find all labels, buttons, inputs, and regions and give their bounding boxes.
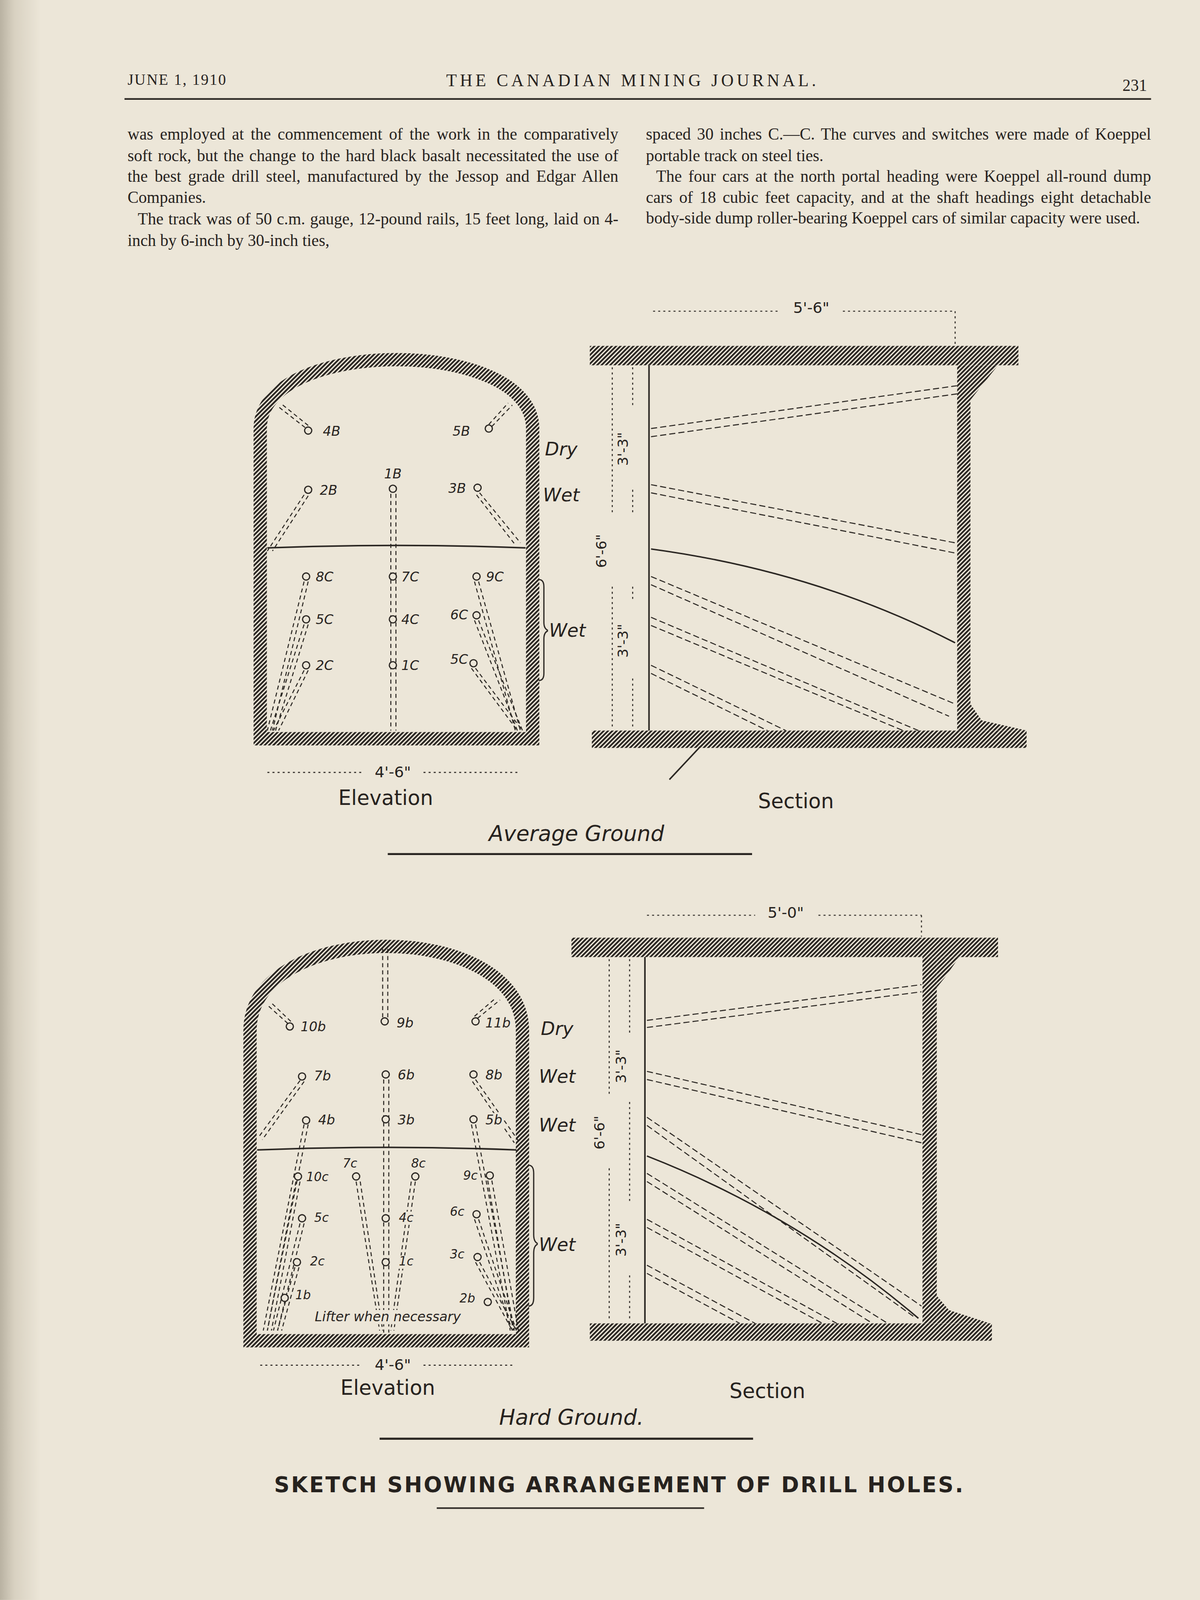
drawing-label: 231 bbox=[1121, 76, 1148, 95]
drawing-label: 4'-6" bbox=[373, 764, 413, 782]
drawing-label: Dry bbox=[539, 1018, 575, 1039]
drawing-label: 3'-3" bbox=[615, 622, 632, 659]
drawing-label: 9c bbox=[462, 1170, 479, 1184]
drawing-label: 4C bbox=[400, 613, 420, 628]
drawing-label: Section bbox=[728, 1379, 807, 1402]
drawing-label: 9b bbox=[395, 1016, 415, 1031]
drawing-label: 3B bbox=[447, 481, 468, 497]
drawing-label: 3c bbox=[448, 1248, 466, 1262]
drawing-label: 2B bbox=[318, 483, 339, 499]
drawing-label: Wet bbox=[548, 620, 588, 641]
drawing-label: 3b bbox=[396, 1113, 416, 1128]
drawing-label: 1c bbox=[397, 1255, 415, 1270]
drawing-label: Dry bbox=[544, 439, 579, 460]
drawing-label: 2c bbox=[309, 1255, 326, 1270]
drawing-label: 5B bbox=[451, 424, 471, 440]
drawing-label: Wet bbox=[537, 1234, 577, 1255]
drawing-label: 3'-3" bbox=[613, 1048, 630, 1085]
drawing-label: 2C bbox=[314, 659, 335, 674]
drawing-label: 3'-3" bbox=[613, 1222, 630, 1259]
drawing-label: 4B bbox=[321, 424, 342, 440]
drawing-label: 5C bbox=[449, 652, 470, 668]
drawing-label: 6'-6" bbox=[592, 1114, 609, 1151]
drawing-label: Hard Ground. bbox=[498, 1406, 645, 1431]
drawing-label: 5c bbox=[313, 1211, 330, 1226]
drawing-label: 9C bbox=[484, 570, 505, 585]
drawing-label: 6b bbox=[396, 1068, 416, 1083]
drawing-label: Section bbox=[757, 790, 835, 813]
drawing-label: 4'-6" bbox=[373, 1356, 413, 1374]
drawing-label: 11b bbox=[484, 1016, 512, 1031]
body-text: was employed at the commencement of the … bbox=[127, 124, 619, 209]
drawing-label: 8c bbox=[409, 1157, 427, 1172]
drawing-label: 1B bbox=[383, 467, 403, 482]
drawing-label: 5'-6" bbox=[791, 299, 831, 317]
drawing-label: 2b bbox=[458, 1292, 477, 1306]
drawing-label: Elevation bbox=[337, 786, 435, 810]
figure-caption: SKETCH SHOWING ARRANGEMENT OF DRILL HOLE… bbox=[273, 1474, 966, 1498]
drawing-label: 7b bbox=[313, 1069, 332, 1084]
drawing-label: 1b bbox=[294, 1289, 313, 1303]
drawing-label: 6c bbox=[448, 1205, 466, 1220]
drawing-label: 4c bbox=[397, 1211, 415, 1226]
drawing-label: 10c bbox=[305, 1170, 330, 1185]
drawing-label: Average Ground bbox=[487, 822, 666, 847]
body-text: spaced 30 inches C.—C. The curves and sw… bbox=[646, 124, 1152, 167]
drawing-label: 10b bbox=[299, 1020, 327, 1035]
body-text: The four cars at the north portal headin… bbox=[646, 166, 1152, 230]
drawing-label: 7C bbox=[400, 570, 420, 585]
drawing-label: 5'-0" bbox=[766, 904, 805, 922]
drawing-label: 6C bbox=[449, 608, 470, 623]
drawing-label: Wet bbox=[537, 1066, 577, 1087]
drawing-label: 7c bbox=[341, 1157, 358, 1172]
drawing-label: Lifter when necessary bbox=[313, 1310, 462, 1325]
drawing-label: 8b bbox=[484, 1068, 504, 1083]
drawing-label: JUNE 1, 1910 bbox=[127, 71, 227, 89]
drawing-label: Wet bbox=[541, 484, 581, 506]
drawing-label: THE CANADIAN MINING JOURNAL. bbox=[445, 72, 820, 92]
drawing-label: 4b bbox=[317, 1113, 336, 1128]
drawing-label: 5C bbox=[314, 613, 335, 628]
drawing-label: 3'-3" bbox=[615, 431, 632, 468]
drawing-label: Elevation bbox=[339, 1376, 437, 1400]
drawing-label: 5b bbox=[484, 1113, 504, 1128]
body-text: The track was of 50 c.m. gauge, 12-pound… bbox=[127, 208, 619, 252]
drawing-label: 1C bbox=[400, 659, 420, 674]
drawing-label: 8C bbox=[314, 570, 335, 585]
drawing-label: 6'-6" bbox=[594, 533, 611, 570]
drawing-label: Wet bbox=[537, 1115, 577, 1136]
